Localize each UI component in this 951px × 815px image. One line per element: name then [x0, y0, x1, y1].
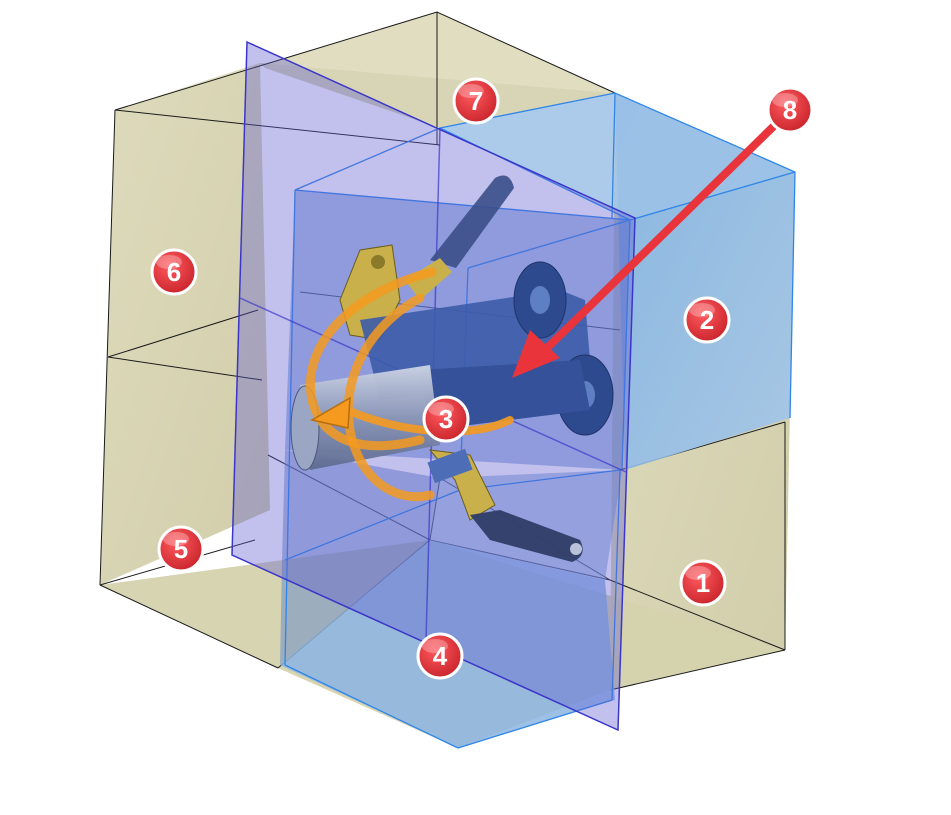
callout-label-7: 7	[469, 86, 483, 116]
callout-badge-1: 1	[679, 559, 727, 607]
callout-badge-7: 7	[452, 77, 500, 125]
blue-lower-front	[280, 450, 440, 665]
tan-left-face	[100, 63, 270, 585]
callout-label-1: 1	[696, 568, 710, 598]
callout-label-6: 6	[167, 257, 181, 287]
callout-badge-5: 5	[157, 525, 205, 573]
callout-label-4: 4	[433, 641, 448, 671]
callout-badge-2: 2	[683, 296, 731, 344]
callout-badge-3: 3	[422, 395, 470, 443]
callout-badge-8: 8	[766, 86, 814, 134]
pointer-arrow-icon	[512, 118, 782, 378]
section-plane-outline	[231, 40, 636, 732]
part-lower-lever	[470, 510, 583, 562]
callout-badge-4: 4	[416, 632, 464, 680]
part-upper-lever	[430, 175, 514, 268]
callout-label-2: 2	[700, 305, 714, 335]
callout-label-5: 5	[174, 534, 188, 564]
callout-label-3: 3	[439, 404, 453, 434]
mechanical-part	[290, 175, 614, 562]
callout-badge-6: 6	[150, 248, 198, 296]
blue-cube-edges	[284, 92, 796, 749]
callout-label-8: 8	[783, 95, 797, 125]
